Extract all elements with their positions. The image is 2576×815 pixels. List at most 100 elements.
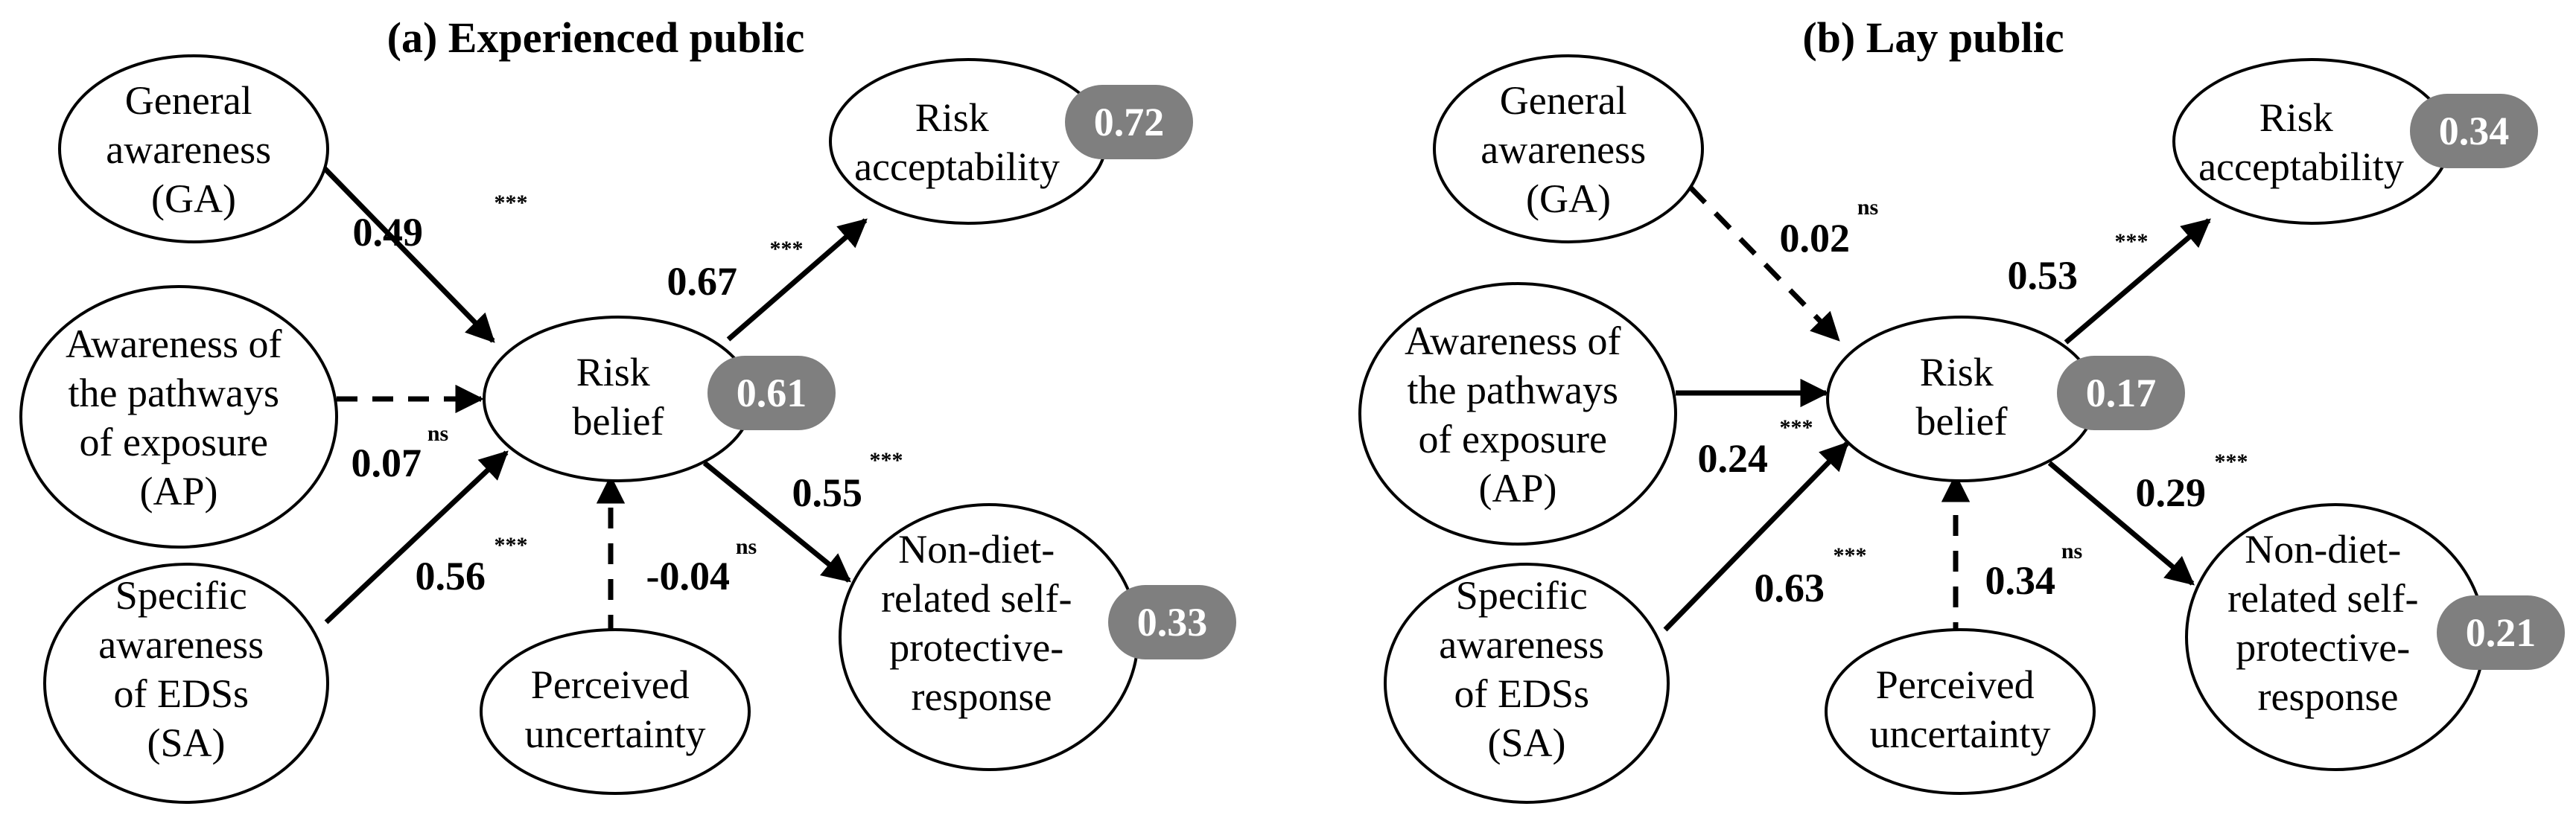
node-label-line: related self-: [2227, 576, 2418, 621]
node-label-line: (AP): [140, 469, 218, 514]
coefficient: 0.56: [416, 554, 486, 598]
node-non-diet-response: Non-diet- related self- protective- resp…: [839, 503, 1236, 771]
svg-text:Risk acceptability: Risk acceptability: [854, 95, 1060, 189]
coef-sa-rb: 0.56 ***: [416, 533, 528, 598]
r2-value-risk-belief: 0.17: [2086, 371, 2157, 415]
significance-mark: ***: [494, 191, 528, 215]
node-specific-awareness: Specific awareness of EDSs (SA): [1384, 563, 1670, 804]
node-non-diet-response: Non-diet- related self- protective- resp…: [2185, 503, 2565, 771]
r2-value-risk-acceptability: 0.72: [1094, 100, 1165, 144]
node-awareness-pathways: Awareness of the pathways of exposure (A…: [1358, 282, 1677, 546]
coefficient: 0.55: [792, 470, 863, 515]
coef-pu-rb: -0.04 ns: [646, 534, 757, 598]
svg-text:Risk acceptability: Risk acceptability: [2198, 95, 2404, 189]
coefficient: 0.02: [1780, 216, 1851, 261]
significance-mark: ***: [1834, 543, 1867, 568]
node-label-line: belief: [573, 399, 664, 444]
svg-text:General awareness: General awareness (GA): [106, 78, 281, 221]
node-risk-belief: Risk belief 0.61: [483, 316, 836, 482]
coefficient: 0.67: [667, 259, 738, 304]
node-label-line: the pathways: [69, 371, 279, 415]
r2-badge-non-diet-response: [1108, 585, 1236, 659]
node-label-line: (AP): [1479, 466, 1557, 511]
coefficient: 0.34: [1985, 558, 2056, 603]
path-rb-ra: [2064, 218, 2211, 345]
r2-badge-risk-acceptability: [2410, 94, 2538, 168]
node-label-line: the pathways: [1408, 368, 1618, 412]
significance-mark: ***: [1780, 415, 1813, 440]
node-label-line: uncertainty: [1870, 712, 2051, 756]
coef-pu-rb: 0.34 ns: [1985, 539, 2083, 603]
coefficient: 0.63: [1755, 566, 1825, 610]
node-label-line: Non-diet-: [2245, 527, 2401, 572]
node-label-line: Risk: [2259, 95, 2333, 140]
node-specific-awareness: Specific awareness of EDSs (SA): [43, 563, 329, 804]
node-risk-acceptability: Risk acceptability 0.72: [829, 58, 1193, 225]
significance-mark: ns: [2061, 539, 2082, 563]
r2-value-risk-acceptability: 0.34: [2439, 109, 2510, 153]
node-label-line: of EDSs: [113, 671, 249, 716]
svg-text:Specific awareness: Specific awareness of EDSs (SA): [98, 573, 273, 765]
node-label-line: uncertainty: [525, 712, 706, 756]
r2-badge-risk-acceptability: [1065, 85, 1193, 159]
significance-mark: ns: [1857, 195, 1878, 220]
node-label-line: acceptability: [2198, 144, 2404, 189]
panel-a-title: (a) Experienced public: [387, 13, 805, 62]
coef-rb-nd: 0.55 ***: [792, 448, 903, 515]
node-label-line: protective-: [2236, 625, 2410, 670]
panel-b: (b) Lay public General awareness (GA) Aw…: [1358, 13, 2565, 804]
coefficient: 0.24: [1698, 436, 1769, 481]
svg-text:Perceived uncertainty: Perceived uncertainty: [1870, 662, 2051, 756]
node-perceived-uncertainty: Perceived uncertainty: [1825, 628, 2096, 795]
significance-mark: ***: [2215, 450, 2248, 474]
panel-b-title: (b) Lay public: [1802, 13, 2064, 62]
coef-ga-rb: 0.49 ***: [353, 191, 528, 255]
node-label-line: of exposure: [1419, 417, 1607, 461]
node-awareness-pathways: Awareness of the pathways of exposure (A…: [19, 285, 338, 549]
node-general-awareness: General awareness (GA): [1433, 54, 1704, 243]
path-rb-nd: [702, 461, 851, 583]
coefficient: -0.04: [646, 554, 730, 598]
node-label-line: Risk: [576, 350, 650, 394]
r2-value-non-diet-response: 0.33: [1137, 600, 1208, 645]
node-risk-belief: Risk belief 0.17: [1826, 316, 2185, 482]
node-label-line: Perceived: [1876, 662, 2035, 707]
node-label-line: Risk: [1920, 350, 1994, 394]
coefficient: 0.29: [2136, 470, 2207, 515]
r2-value-risk-belief: 0.61: [737, 371, 807, 415]
path-sa-rb: [1663, 441, 1849, 632]
significance-mark: ***: [870, 448, 903, 473]
node-label-line: Risk: [915, 95, 989, 140]
svg-text:Risk belief: Risk belief: [573, 350, 664, 444]
node-label-line: General: [125, 78, 252, 123]
path-rb-nd: [2047, 461, 2195, 586]
node-label-line: response: [912, 674, 1052, 719]
node-label-line: (GA): [151, 176, 236, 221]
path-sa-rb: [324, 450, 509, 624]
svg-text:Awareness of the pathw: Awareness of the pathways of exposure (A…: [66, 322, 292, 514]
svg-text:Non-diet- related self: Non-diet- related self- protective- resp…: [2227, 527, 2429, 719]
node-label-line: response: [2258, 674, 2399, 719]
node-label-line: belief: [1916, 399, 2008, 444]
node-label-line: Specific: [1456, 573, 1588, 618]
coef-rb-ra: 0.67 ***: [667, 237, 804, 304]
coefficient: 0.07: [352, 441, 422, 485]
r2-badge-risk-belief: [2057, 356, 2185, 430]
svg-text:Non-diet- related self: Non-diet- related self- protective- resp…: [881, 527, 1082, 719]
node-label-line: related self-: [881, 576, 1072, 621]
node-label-line: awareness: [1481, 127, 1646, 172]
node-label-line: of EDSs: [1454, 671, 1589, 716]
node-perceived-uncertainty: Perceived uncertainty: [480, 628, 751, 795]
node-label-line: awareness: [1439, 622, 1604, 667]
significance-mark: ***: [770, 237, 804, 261]
coef-rb-nd: 0.29 ***: [2136, 450, 2248, 515]
coef-ga-rb: 0.02 ns: [1780, 195, 1879, 261]
panel-a: (a) Experienced public General awareness…: [19, 13, 1236, 804]
node-label-line: of exposure: [80, 420, 268, 464]
r2-badge-risk-belief: [707, 356, 836, 430]
node-general-awareness: General awareness (GA): [58, 54, 329, 243]
node-label-line: Perceived: [531, 662, 690, 707]
path-rb-ra: [726, 218, 868, 342]
path-ga-rb: [1688, 185, 1840, 342]
